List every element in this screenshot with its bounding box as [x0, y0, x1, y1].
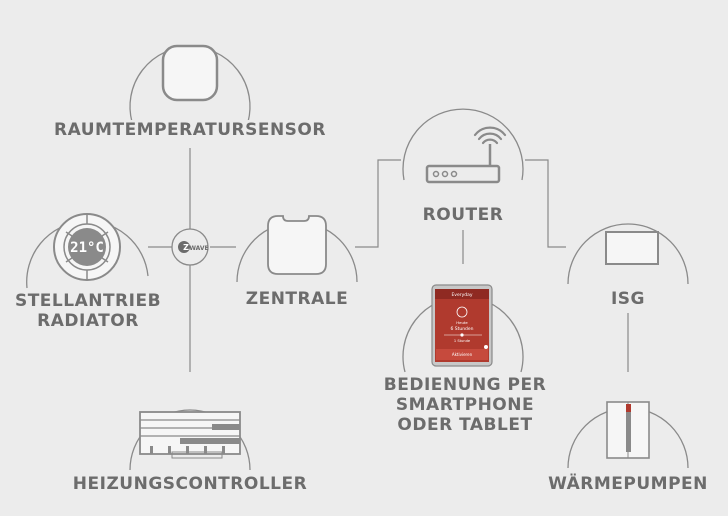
arc-isg [567, 223, 689, 285]
thermostat-display: 21°C [70, 240, 104, 256]
tablet-device: Everyday Heute 6 Stunden 1 Stunde Aktivi… [431, 284, 493, 367]
line-router-isg [525, 159, 566, 248]
smartphone-label: BEDIENUNG PER SMARTPHONE ODER TABLET [379, 375, 551, 435]
heat-pump-device [606, 401, 650, 459]
arc-router [402, 108, 524, 181]
heizung-label: HEIZUNGSCONTROLLER [68, 474, 312, 494]
arc-heizung [129, 409, 251, 471]
node-arcs [26, 46, 689, 471]
zentrale-device [267, 215, 327, 275]
waermepumpen-label: WÄRMEPUMPEN [544, 474, 712, 494]
svg-text:6 Stunden: 6 Stunden [450, 326, 473, 332]
router-device [425, 126, 507, 184]
svg-text:Heute: Heute [456, 320, 468, 325]
radiator-label: STELLANTRIEB RADIATOR [10, 291, 166, 331]
router-label: ROUTER [418, 205, 508, 225]
zwave-icon [178, 241, 190, 253]
svg-text:Aktivieren: Aktivieren [452, 352, 473, 357]
connection-lines [148, 148, 629, 372]
svg-text:Z: Z [183, 243, 189, 252]
line-zentrale-router [355, 159, 401, 248]
isg-label: ISG [606, 289, 650, 309]
sensor-label: RAUMTEMPERATURSENSOR [50, 120, 330, 140]
heating-controller-device [139, 411, 241, 459]
room-sensor-device [161, 44, 219, 102]
zwave-hub: Z WAVE [171, 228, 209, 266]
svg-text:1 Stunde: 1 Stunde [454, 339, 471, 343]
isg-device [605, 231, 659, 265]
svg-text:Everyday: Everyday [451, 292, 472, 298]
wifi-icon [473, 126, 507, 145]
zentrale-label: ZENTRALE [241, 289, 353, 309]
thermostat-device: 21°C [53, 213, 121, 281]
zwave-label: WAVE [189, 245, 208, 252]
